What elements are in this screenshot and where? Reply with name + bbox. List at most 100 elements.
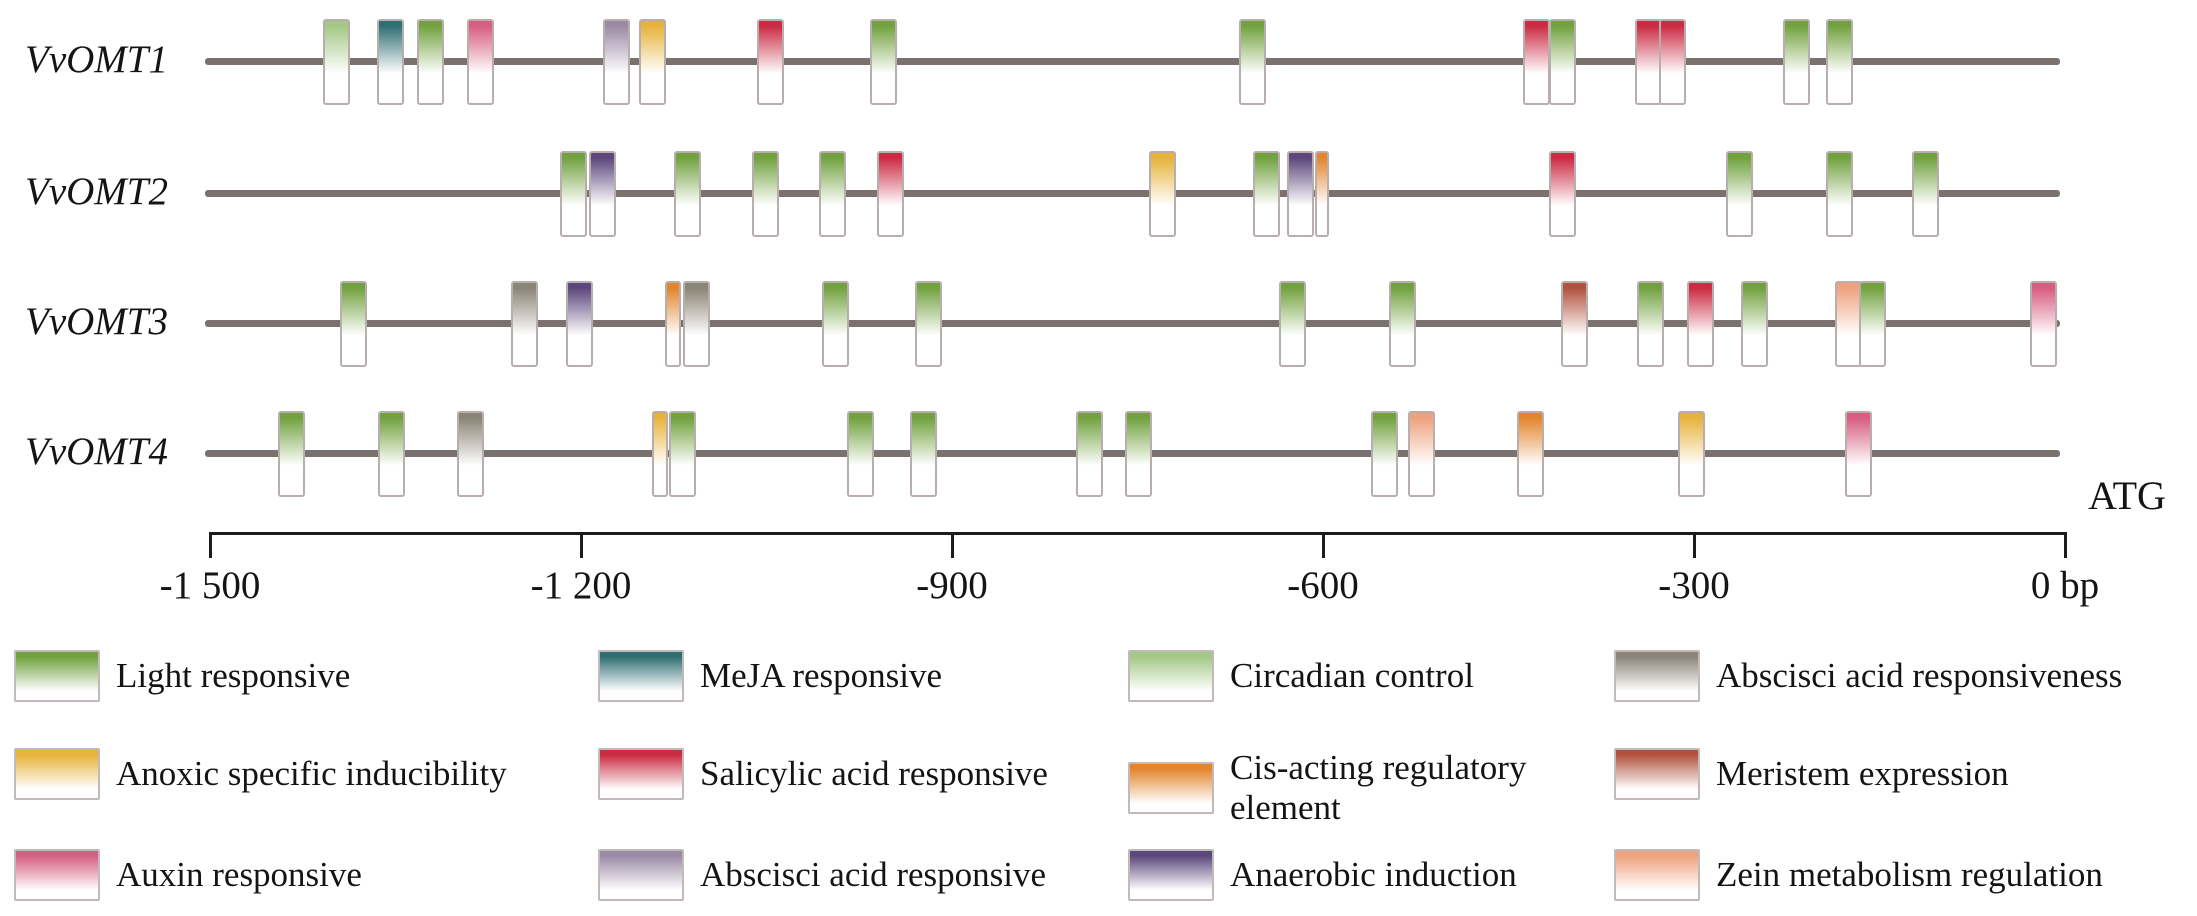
- legend-label: Anaerobic induction: [1230, 855, 1517, 894]
- cis-element-box-anoxic: [652, 411, 668, 497]
- legend-label: Abscisci acid responsiveness: [1716, 656, 2123, 695]
- legend-swatch-circadian: [1128, 650, 1214, 702]
- cis-element-box-salicylic: [1523, 19, 1550, 105]
- cis-element-box-meristem: [1561, 281, 1588, 367]
- legend-item-light: Light responsive: [14, 650, 586, 702]
- cis-element-box-aba_responsiveness: [457, 411, 484, 497]
- cis-element-box-anaerobic: [1287, 151, 1314, 237]
- legend-swatch-cis_acting: [1128, 762, 1214, 814]
- axis-tick-label: 0 bp: [2030, 564, 2100, 607]
- legend-swatch-anaerobic: [1128, 849, 1214, 901]
- legend-label: Salicylic acid responsive: [700, 754, 1048, 793]
- cis-element-box-light: [1859, 281, 1886, 367]
- cis-element-box-light: [1826, 151, 1853, 237]
- axis-tick-label: -900: [916, 564, 988, 607]
- axis-tick-label: -1 500: [159, 564, 261, 607]
- cis-element-box-auxin: [2030, 281, 2057, 367]
- cis-element-box-cis_acting: [1315, 151, 1329, 237]
- legend-item-aba_responsive: Abscisci acid responsive: [598, 849, 1130, 901]
- cis-element-box-light: [1239, 19, 1266, 105]
- legend-swatch-anoxic: [14, 748, 100, 800]
- cis-element-box-light: [752, 151, 779, 237]
- cis-element-box-light: [560, 151, 587, 237]
- axis-tick-label: -300: [1658, 564, 1730, 607]
- legend-swatch-meja: [598, 650, 684, 702]
- cis-element-box-light: [819, 151, 846, 237]
- atg-label: ATG: [2088, 473, 2166, 518]
- cis-element-box-light: [378, 411, 405, 497]
- legend-label: Meristem expression: [1716, 754, 2009, 793]
- legend-item-meja: MeJA responsive: [598, 650, 1130, 702]
- axis-tick: [951, 532, 954, 558]
- cis-element-box-light: [1125, 411, 1152, 497]
- promoter-line: [205, 320, 2060, 327]
- legend-swatch-meristem: [1614, 748, 1700, 800]
- cis-element-box-anoxic: [639, 19, 666, 105]
- legend-item-circadian: Circadian control: [1128, 650, 1560, 702]
- cis-element-box-light: [1726, 151, 1753, 237]
- axis-tick: [1322, 532, 1325, 558]
- cis-element-box-salicylic: [1549, 151, 1576, 237]
- cis-element-box-zein: [1408, 411, 1435, 497]
- cis-element-box-cis_acting: [665, 281, 681, 367]
- axis-tick-label: -1 200: [530, 564, 632, 607]
- legend-swatch-zein: [1614, 849, 1700, 901]
- gene-name-label: VvOMT2: [25, 170, 168, 213]
- promoter-line: [205, 190, 2060, 197]
- legend-item-zein: Zein metabolism regulation: [1614, 849, 2197, 901]
- cis-element-box-light: [910, 411, 937, 497]
- cis-element-box-light: [674, 151, 701, 237]
- cis-element-box-light: [278, 411, 305, 497]
- cis-element-box-light: [1783, 19, 1810, 105]
- axis-tick: [2064, 532, 2067, 558]
- cis-element-box-light: [1637, 281, 1664, 367]
- cis-element-box-salicylic: [1687, 281, 1714, 367]
- legend-swatch-salicylic: [598, 748, 684, 800]
- cis-element-box-aba_responsiveness: [683, 281, 710, 367]
- promoter-line: [205, 58, 2060, 65]
- legend-item-anaerobic: Anaerobic induction: [1128, 849, 1560, 901]
- cis-element-box-light: [669, 411, 696, 497]
- legend-item-anoxic: Anoxic specific inducibility: [14, 748, 586, 800]
- cis-element-box-anaerobic: [589, 151, 616, 237]
- legend-item-aba_responsiveness: Abscisci acid responsiveness: [1614, 650, 2197, 702]
- cis-element-box-light: [870, 19, 897, 105]
- cis-element-box-light: [847, 411, 874, 497]
- legend-label: Zein metabolism regulation: [1716, 855, 2103, 894]
- legend-swatch-auxin: [14, 849, 100, 901]
- cis-element-box-salicylic: [877, 151, 904, 237]
- cis-element-box-auxin: [467, 19, 494, 105]
- cis-element-box-light: [340, 281, 367, 367]
- legend-label: Auxin responsive: [116, 855, 362, 894]
- legend-label: MeJA responsive: [700, 656, 943, 695]
- gene-name-label: VvOMT4: [25, 430, 168, 473]
- gene-name-label: VvOMT3: [25, 300, 168, 343]
- cis-element-box-light: [1371, 411, 1398, 497]
- cis-element-box-zein: [1835, 281, 1862, 367]
- legend-label: Circadian control: [1230, 656, 1474, 695]
- cis-element-box-aba_responsive: [603, 19, 630, 105]
- legend-item-meristem: Meristem expression: [1614, 748, 2197, 800]
- axis-tick-label: -600: [1287, 564, 1359, 607]
- cis-element-box-salicylic: [1659, 19, 1686, 105]
- legend-swatch-aba_responsive: [598, 849, 684, 901]
- position-axis: [210, 532, 2065, 535]
- legend-label: Anoxic specific inducibility: [116, 754, 507, 793]
- cis-element-box-salicylic: [1635, 19, 1662, 105]
- axis-tick: [1693, 532, 1696, 558]
- cis-element-box-light: [1279, 281, 1306, 367]
- legend-item-cis_acting: Cis-acting regulatory element: [1128, 748, 1560, 828]
- legend-label: Cis-acting regulatory element: [1230, 748, 1527, 827]
- legend-label: Light responsive: [116, 656, 351, 695]
- cis-element-box-light: [915, 281, 942, 367]
- cis-element-box-light: [1076, 411, 1103, 497]
- axis-tick: [580, 532, 583, 558]
- legend-item-auxin: Auxin responsive: [14, 849, 586, 901]
- cis-element-box-light: [1549, 19, 1576, 105]
- cis-element-box-light: [1389, 281, 1416, 367]
- cis-element-box-anoxic: [1149, 151, 1176, 237]
- cis-element-box-circadian: [323, 19, 350, 105]
- cis-element-box-light: [1741, 281, 1768, 367]
- cis-element-box-meja: [377, 19, 404, 105]
